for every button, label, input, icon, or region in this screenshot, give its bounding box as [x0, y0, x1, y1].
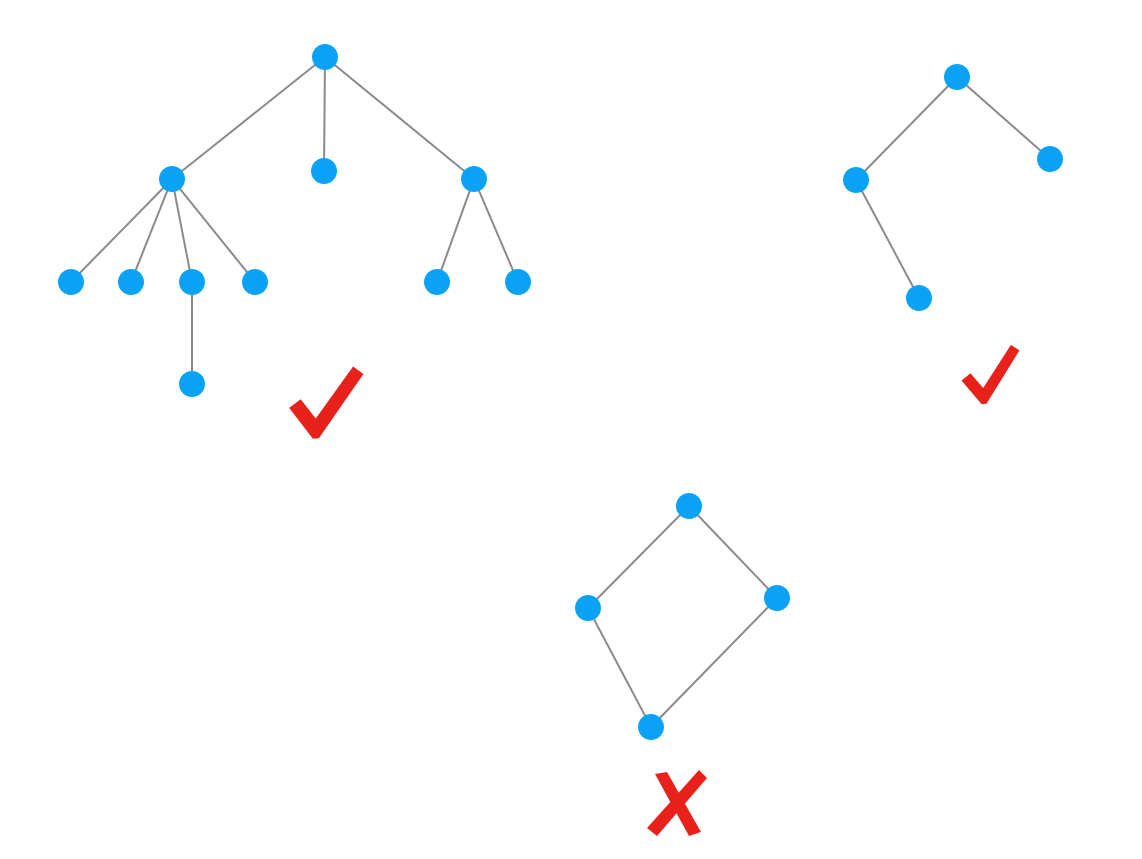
- graph-tree-small: [843, 64, 1063, 311]
- node-a3x: [179, 371, 205, 397]
- node-group: [843, 64, 1063, 311]
- node-top: [676, 493, 702, 519]
- node-r: [944, 64, 970, 90]
- node-c: [461, 166, 487, 192]
- edge-left-bottom: [587, 607, 652, 728]
- node-left: [575, 595, 601, 621]
- node-group: [58, 44, 531, 397]
- checkmark-stroke: [961, 344, 1020, 405]
- graphs-layer: [58, 44, 1063, 740]
- edge-c-c1: [436, 178, 475, 283]
- edge-top-left: [587, 505, 690, 609]
- edge-group: [587, 505, 778, 728]
- edge-group: [70, 56, 519, 385]
- edge-root-c: [324, 56, 475, 180]
- edge-group: [855, 76, 1051, 299]
- node-c2: [505, 269, 531, 295]
- edge-root-b: [323, 56, 326, 172]
- node-a2: [118, 269, 144, 295]
- checkmark-icon: [289, 366, 364, 439]
- cross-stroke-2: [647, 770, 707, 836]
- edge-l-ll: [855, 179, 920, 299]
- checkmark-stroke: [289, 366, 364, 439]
- graph-cycle-graph: [575, 493, 790, 740]
- node-group: [575, 493, 790, 740]
- graph-tree-large: [58, 44, 531, 397]
- edge-c-c2: [473, 178, 519, 283]
- edge-r-l: [855, 76, 958, 181]
- verdict-marks-layer: [289, 344, 1020, 836]
- cross-icon: [647, 770, 707, 836]
- node-c1: [424, 269, 450, 295]
- edge-a-a2: [130, 178, 173, 283]
- node-root: [312, 44, 338, 70]
- node-a3: [179, 269, 205, 295]
- node-b: [311, 158, 337, 184]
- edge-top-right: [688, 505, 778, 599]
- edge-right-bottom: [650, 597, 778, 728]
- edge-a-a3: [171, 178, 193, 283]
- edge-a-a4: [171, 178, 256, 283]
- node-ll: [906, 285, 932, 311]
- node-a1: [58, 269, 84, 295]
- checkmark-icon: [961, 344, 1020, 405]
- node-right: [764, 585, 790, 611]
- node-l: [843, 167, 869, 193]
- node-a: [159, 166, 185, 192]
- node-bottom: [638, 714, 664, 740]
- node-a4: [242, 269, 268, 295]
- node-rr: [1037, 146, 1063, 172]
- edge-r-rr: [956, 76, 1051, 160]
- edge-a-a1: [70, 178, 173, 283]
- edge-root-a: [171, 56, 326, 180]
